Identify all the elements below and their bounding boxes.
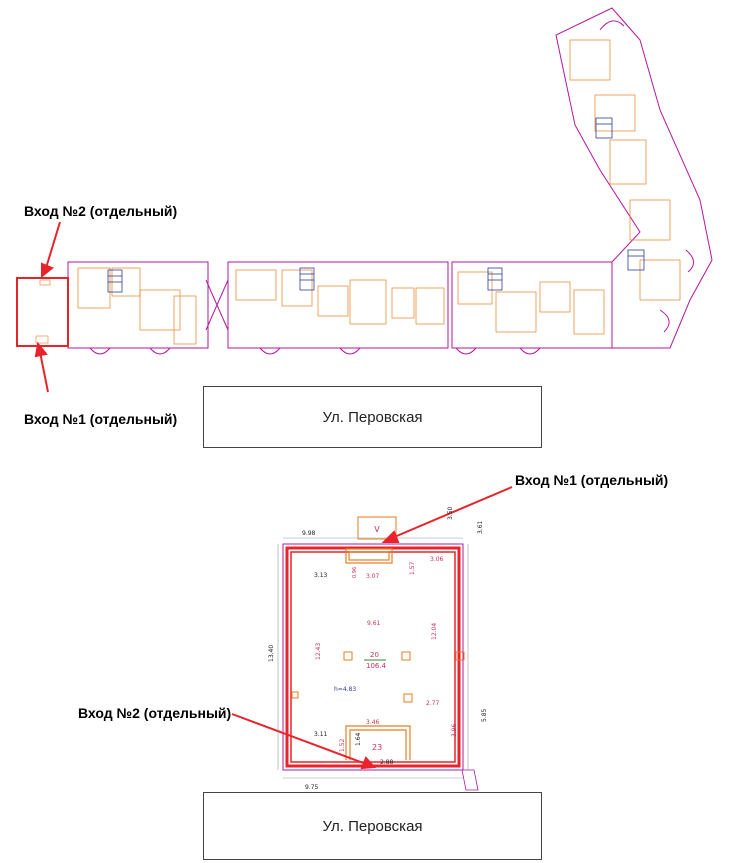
overview-highlighted-unit [16, 277, 69, 347]
detail-entrance2-label: Вход №2 (отдельный) [78, 705, 232, 721]
overview-stairs [107, 117, 645, 293]
overview-street-box: Ул. Перовская [203, 386, 542, 448]
detail-corner-steps [461, 769, 479, 791]
detail-bottom-vestibule [345, 725, 411, 760]
overview-entrance2-label: Вход №2 (отдельный) [24, 203, 178, 219]
detail-top-vestibule [345, 548, 393, 564]
detail-entrance-canopy [357, 516, 397, 540]
overview-entrance1-label: Вход №1 (отдельный) [24, 411, 178, 427]
detail-columns [291, 651, 465, 703]
detail-arrows [231, 486, 513, 770]
detail-street-box: Ул. Перовская [203, 792, 542, 860]
overview-interior-orange [77, 39, 681, 345]
overview-arrows [34, 221, 61, 393]
detail-street-name: Ул. Перовская [322, 817, 423, 835]
overview-bay-windows [89, 20, 694, 355]
detail-canopy-mark: V [374, 525, 380, 534]
overview-unit-details [35, 279, 51, 344]
detail-dimension-lines [277, 537, 469, 779]
overview-street-name: Ул. Перовская [322, 408, 423, 426]
detail-outer-walls [282, 543, 464, 771]
detail-entrance1-label: Вход №1 (отдельный) [515, 472, 669, 488]
overview-walls [67, 7, 713, 349]
